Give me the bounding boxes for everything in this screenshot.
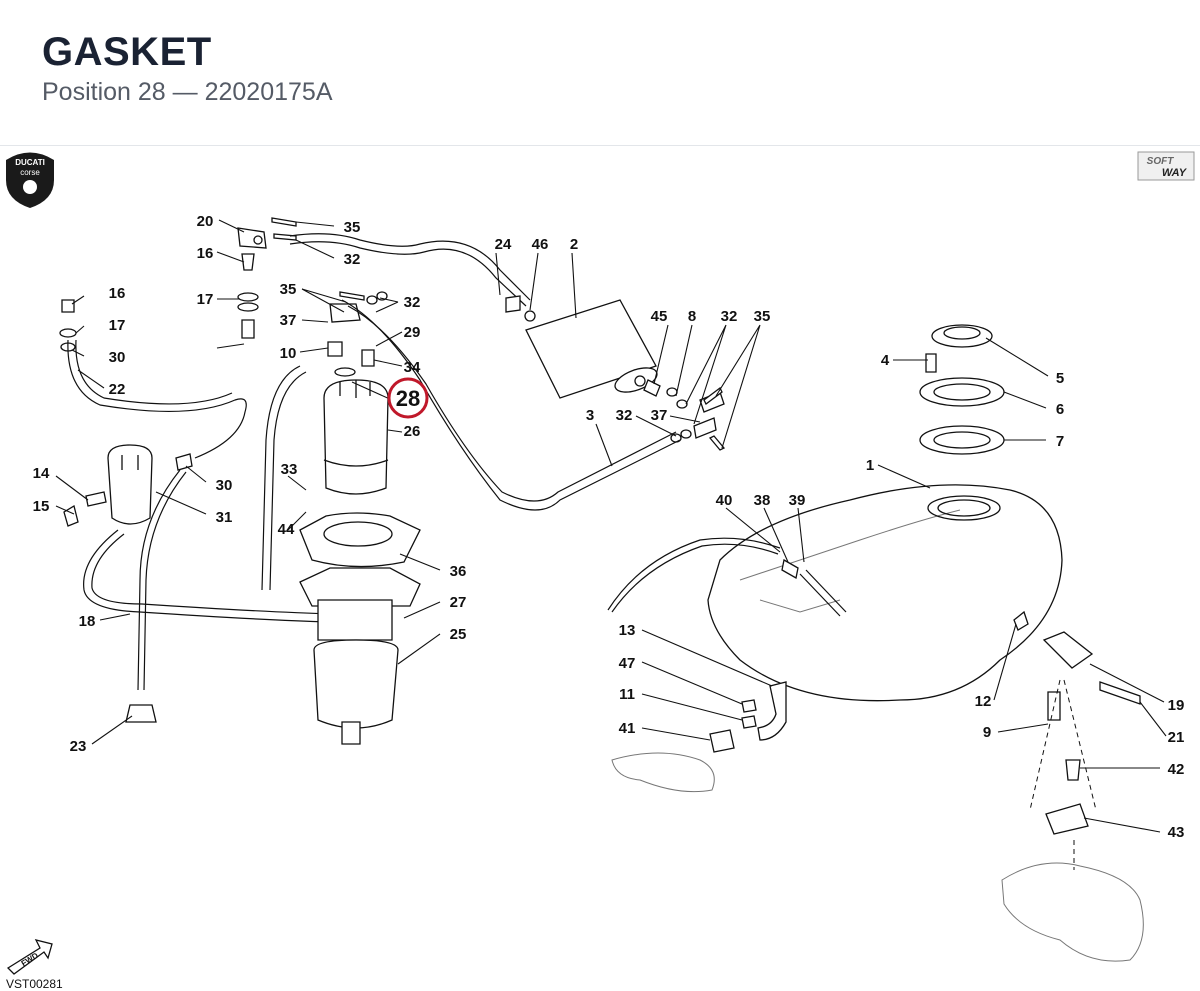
- filler-cap-parts: [919, 324, 1005, 455]
- callout-label: 43: [1168, 824, 1185, 841]
- callout-label: 40: [716, 492, 733, 509]
- callout-label: 39: [789, 492, 806, 509]
- callout-label: 45: [651, 308, 668, 325]
- callout-label: 17: [109, 317, 126, 334]
- callout-label: 24: [495, 236, 512, 253]
- soft-way-logo: SOFT WAY: [1137, 151, 1195, 181]
- callout-label: 46: [532, 236, 549, 253]
- callout-label: 8: [688, 308, 696, 325]
- callout-label: 42: [1168, 761, 1185, 778]
- fwd-arrow-icon: FWD: [6, 939, 53, 975]
- callout-label: 32: [404, 294, 421, 311]
- callout-label: 30: [109, 349, 126, 366]
- page-header: GASKET Position 28 — 22020175A: [42, 28, 333, 108]
- callout-label: 37: [280, 312, 297, 329]
- callout-label: 44: [278, 521, 295, 538]
- callout-label: 21: [1168, 729, 1185, 746]
- fuel-filter-assembly: [59, 299, 361, 723]
- callout-label: 25: [450, 626, 467, 643]
- mount-brackets: [611, 610, 1144, 962]
- header-divider: [0, 145, 1200, 146]
- callout-28-highlighted: 28: [396, 386, 420, 411]
- callout-label: 7: [1056, 433, 1064, 450]
- callout-label: 32: [616, 407, 633, 424]
- callout-label: 14: [33, 465, 50, 482]
- callout-label: 5: [1056, 370, 1064, 387]
- callout-label: 35: [754, 308, 771, 325]
- callout-label: 36: [450, 563, 467, 580]
- svg-text:DUCATI: DUCATI: [15, 158, 45, 167]
- callout-label: 9: [983, 724, 991, 741]
- callout-label: 1: [866, 457, 874, 474]
- callout-label: 12: [975, 693, 992, 710]
- callout-label: 33: [281, 461, 298, 478]
- ducati-corse-logo: DUCATI corse: [6, 152, 54, 208]
- callout-label: 3: [586, 407, 594, 424]
- callout-label: 32: [344, 251, 361, 268]
- callout-label: 27: [450, 594, 467, 611]
- callout-label: 35: [344, 219, 361, 236]
- highlight-circle: [387, 377, 429, 419]
- svg-text:corse: corse: [20, 168, 40, 177]
- fuel-canister: [505, 295, 726, 451]
- callout-label: 18: [79, 613, 96, 630]
- callout-label: 47: [619, 655, 636, 672]
- diagram-code: VST00281: [6, 977, 63, 991]
- fuel-pump-assembly: [237, 217, 681, 745]
- callout-label: 23: [70, 738, 87, 755]
- svg-text:WAY: WAY: [1162, 167, 1188, 179]
- fuel-tank: [607, 484, 1063, 702]
- callout-label: 26: [404, 423, 421, 440]
- callout-label: 17: [197, 291, 214, 308]
- callout-label: 32: [721, 308, 738, 325]
- callout-label: 38: [754, 492, 771, 509]
- callout-label: 16: [197, 245, 214, 262]
- callout-label: 2: [570, 236, 578, 253]
- callout-label: 22: [109, 381, 126, 398]
- svg-text:SOFT: SOFT: [1147, 156, 1175, 167]
- callout-label: 15: [33, 498, 50, 515]
- callout-label: 6: [1056, 401, 1064, 418]
- callout-label: 29: [404, 324, 421, 341]
- callout-label: 20: [197, 213, 214, 230]
- callout-label: 41: [619, 720, 636, 737]
- callout-label: 35: [280, 281, 297, 298]
- callout-label: 19: [1168, 697, 1185, 714]
- page-subtitle: Position 28 — 22020175A: [42, 78, 333, 106]
- leader-lines: [55, 219, 1167, 833]
- callout-label: 13: [619, 622, 636, 639]
- page-title: GASKET: [42, 30, 212, 74]
- callout-label: 34: [404, 359, 421, 376]
- callout-label: 10: [280, 345, 297, 362]
- callout-label: 37: [651, 407, 668, 424]
- callout-label: 31: [216, 509, 233, 526]
- callout-labels: 20 35 16 32 24 46 2 16 17 17 35 32 37 10…: [33, 213, 1185, 841]
- callout-label: 16: [109, 285, 126, 302]
- callout-label: 4: [881, 352, 890, 369]
- callout-label: 11: [619, 686, 635, 703]
- callout-label: 30: [216, 477, 233, 494]
